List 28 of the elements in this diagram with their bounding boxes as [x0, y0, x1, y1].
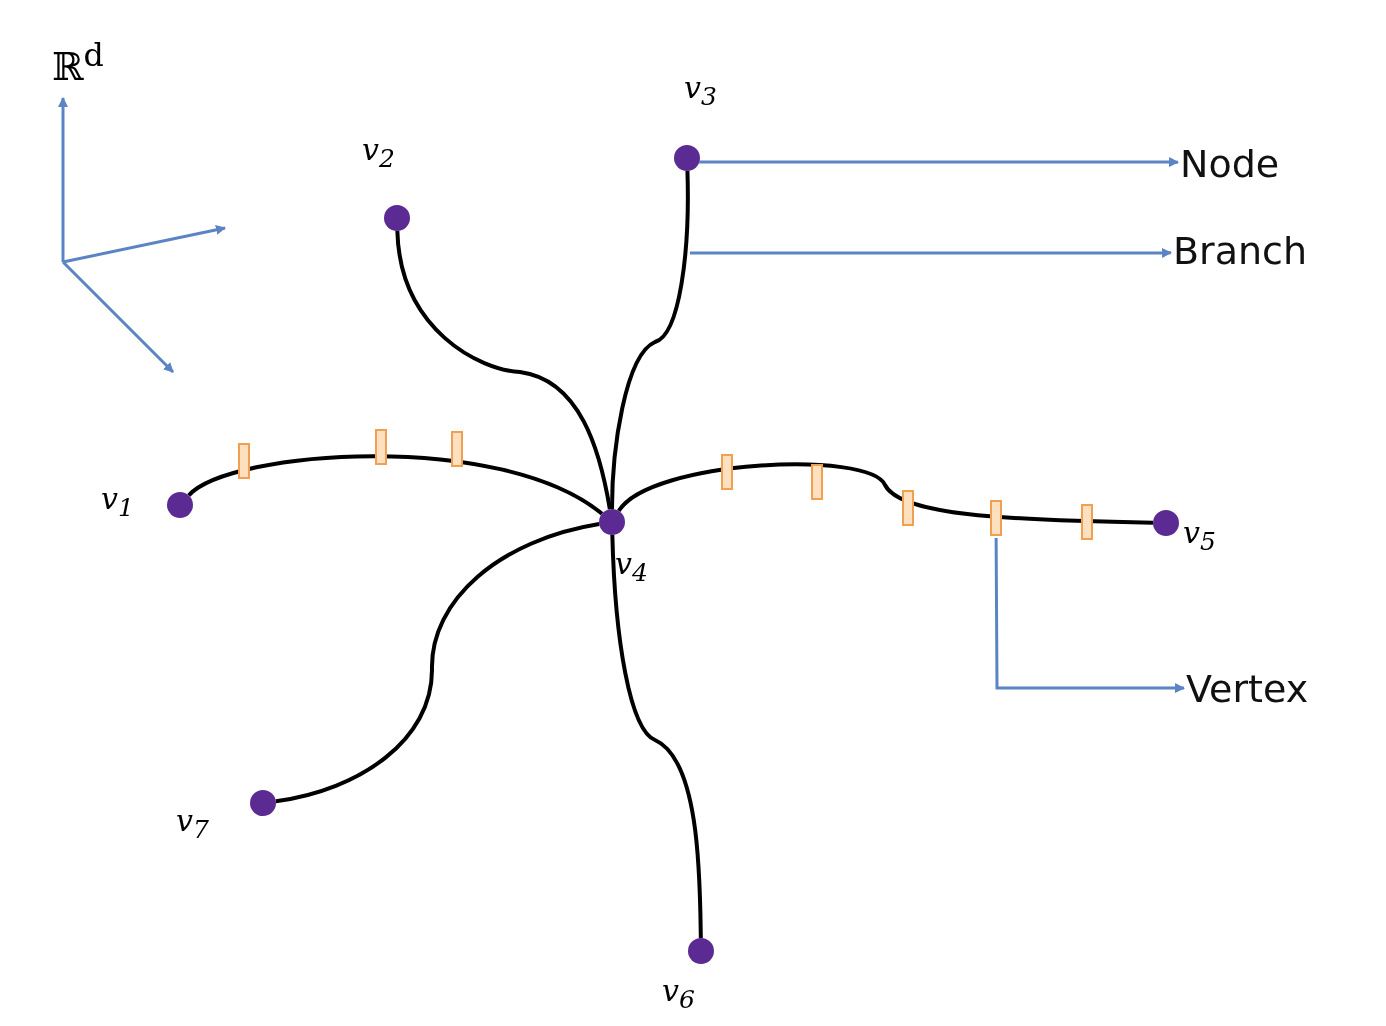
branch-curve	[275, 522, 600, 804]
vertex-label: v$_{6}$	[662, 976, 695, 1012]
vertex-marker	[238, 443, 250, 479]
vertex-label: v$_{3}$	[684, 73, 717, 109]
vertex-marker	[902, 490, 914, 526]
branch-curve	[617, 462, 1154, 525]
callout-text: Vertex	[1186, 670, 1309, 708]
leader-arrow	[994, 538, 1185, 693]
vertex-label: v$_{2}$	[362, 135, 395, 171]
branch-curve	[395, 230, 612, 510]
leader-arrow	[698, 157, 1179, 168]
vertex-label: v$_{5}$	[1183, 518, 1216, 554]
vertex-marker	[451, 431, 463, 467]
branch-curve	[610, 170, 690, 510]
callout-text: Node	[1180, 145, 1280, 183]
branch-curve	[610, 534, 703, 939]
space-label: ℝ$^{d}$	[52, 40, 104, 86]
branch-curve	[187, 454, 604, 516]
vertex-marker	[811, 464, 823, 500]
leader-arrow	[690, 247, 1172, 258]
vertex-label: v$_{7}$	[176, 806, 209, 842]
vertex-marker	[990, 500, 1002, 536]
vertex-marker	[1081, 504, 1093, 540]
vertex-marker	[375, 429, 387, 465]
vertex-label: v$_{4}$	[615, 549, 648, 585]
vertex-label: v$_{1}$	[101, 484, 134, 520]
callout-text: Branch	[1173, 232, 1308, 270]
vertex-marker	[721, 454, 733, 490]
